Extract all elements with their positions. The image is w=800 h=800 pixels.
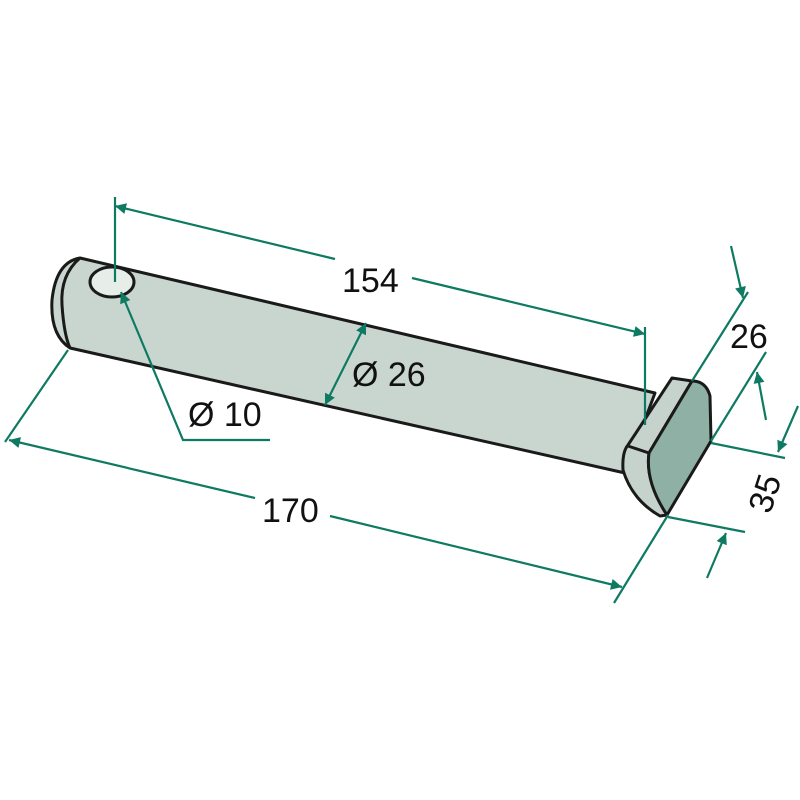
- label-pin-diameter: Ø 26: [352, 356, 426, 394]
- dimension-hole-diameter: Ø 10: [119, 291, 270, 442]
- label-head-height: 35: [741, 470, 789, 518]
- label-hole-diameter: Ø 10: [188, 396, 262, 434]
- dimension-154: 154: [113, 197, 647, 425]
- label-170: 170: [262, 492, 319, 530]
- dimension-head-thickness: 26: [691, 245, 768, 442]
- dimension-pin-diameter: Ø 26: [324, 322, 426, 406]
- label-head-thickness: 26: [730, 318, 768, 356]
- dimension-170: 170: [4, 349, 669, 604]
- label-154: 154: [342, 262, 399, 300]
- cross-hole: [88, 265, 136, 299]
